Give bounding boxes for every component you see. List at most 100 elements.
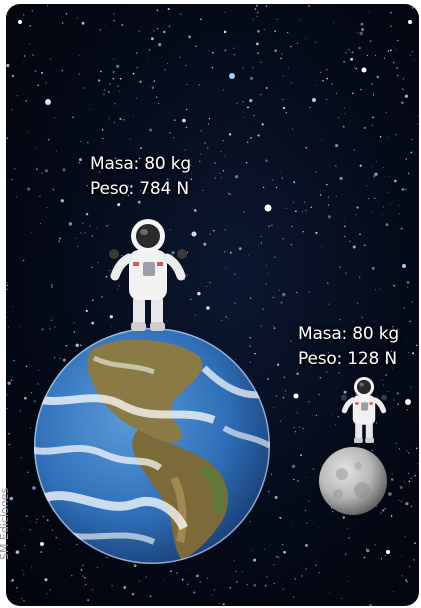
star — [327, 352, 329, 354]
star — [294, 578, 296, 580]
star — [80, 232, 82, 234]
star — [256, 11, 259, 14]
star — [253, 583, 257, 587]
star — [220, 177, 223, 179]
star — [190, 178, 193, 181]
star — [384, 508, 386, 510]
star — [100, 70, 102, 73]
star — [294, 431, 297, 433]
star — [229, 586, 232, 589]
star — [156, 27, 159, 30]
star — [373, 320, 375, 322]
star — [30, 566, 32, 568]
star — [385, 374, 387, 376]
star — [234, 302, 236, 304]
star — [282, 588, 285, 590]
star — [290, 243, 293, 246]
star — [274, 256, 276, 258]
star — [407, 352, 410, 354]
star — [50, 58, 52, 60]
star — [299, 334, 300, 336]
star — [36, 168, 38, 170]
star — [167, 8, 170, 11]
star — [29, 25, 31, 27]
star — [199, 18, 202, 21]
star — [207, 147, 209, 149]
star — [209, 233, 211, 235]
star — [119, 117, 122, 121]
star — [302, 231, 304, 233]
star — [139, 179, 141, 181]
star — [260, 61, 262, 63]
star — [373, 427, 374, 429]
star — [341, 337, 343, 339]
star — [278, 516, 281, 519]
star — [186, 251, 189, 253]
star — [188, 35, 191, 39]
star — [119, 77, 122, 80]
star — [390, 350, 393, 353]
star — [198, 83, 201, 86]
star — [327, 196, 330, 198]
star — [80, 140, 82, 143]
star — [272, 179, 274, 181]
star — [379, 288, 381, 290]
star — [39, 222, 41, 224]
star — [224, 49, 227, 52]
star — [278, 290, 280, 291]
star — [182, 118, 186, 123]
star — [265, 87, 268, 89]
star — [23, 574, 25, 576]
star — [46, 593, 48, 595]
star — [298, 426, 300, 428]
star — [251, 550, 253, 552]
star — [113, 58, 115, 60]
star — [363, 127, 366, 129]
star — [16, 586, 18, 589]
star — [278, 556, 280, 559]
star — [196, 574, 199, 578]
star — [6, 317, 8, 318]
star — [109, 223, 111, 225]
moon — [319, 447, 387, 515]
star — [388, 492, 392, 496]
star — [73, 331, 75, 333]
star — [331, 83, 333, 85]
star — [339, 176, 343, 180]
star — [34, 263, 36, 265]
star — [400, 555, 402, 557]
star — [357, 32, 359, 33]
star — [345, 272, 347, 274]
star — [26, 131, 28, 133]
star — [247, 141, 249, 143]
star — [290, 340, 292, 342]
star — [89, 225, 92, 227]
star — [158, 43, 162, 47]
star — [82, 564, 84, 567]
star — [407, 472, 410, 475]
star — [253, 114, 255, 117]
star — [230, 251, 232, 254]
star — [54, 326, 56, 328]
star — [6, 281, 7, 284]
star — [268, 225, 270, 228]
star — [308, 4, 310, 6]
star — [369, 604, 373, 606]
star — [224, 11, 226, 13]
star — [224, 155, 226, 157]
star — [31, 231, 33, 233]
star — [6, 284, 8, 286]
star — [18, 325, 20, 327]
star — [138, 157, 141, 160]
star — [81, 575, 84, 577]
star — [22, 569, 24, 571]
star — [228, 133, 232, 136]
star — [78, 73, 80, 75]
star — [375, 289, 376, 291]
star — [253, 558, 257, 562]
star — [62, 168, 66, 172]
star — [83, 585, 85, 586]
star — [358, 276, 361, 279]
star — [410, 386, 412, 389]
star — [403, 481, 405, 483]
